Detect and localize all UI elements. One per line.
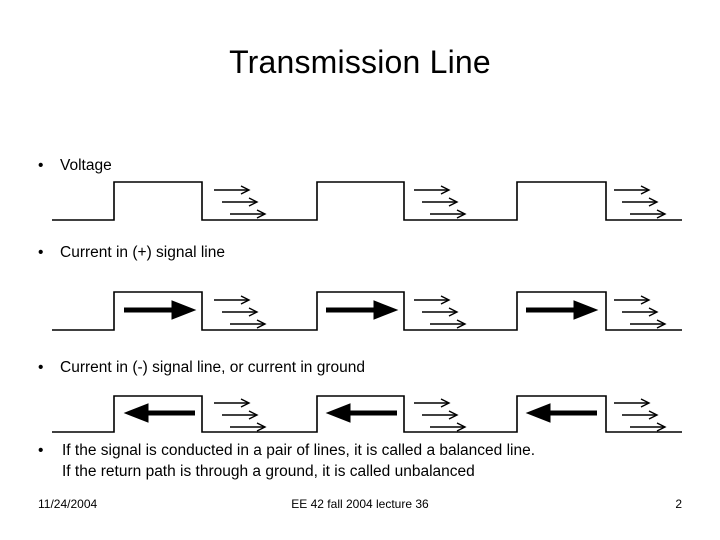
footer-center-text: EE 42 fall 2004 lecture 36	[291, 497, 429, 511]
bullet-item-voltage: • Voltage	[38, 156, 112, 176]
footer-page-number: 2	[675, 497, 682, 511]
bullet-label-line1: If the signal is conducted in a pair of …	[62, 442, 536, 459]
bullet-label: Current in (+) signal line	[60, 244, 225, 261]
footer-date: 11/24/2004	[38, 497, 98, 511]
thick-left-arrow	[123, 403, 195, 423]
thick-left-arrow	[525, 403, 597, 423]
thick-right-arrow	[124, 300, 197, 320]
bullet-item-balanced-line: • If the signal is conducted in a pair o…	[38, 440, 698, 482]
bullet-label: Voltage	[60, 157, 112, 174]
bullet-marker: •	[38, 359, 44, 376]
thick-right-arrow	[326, 300, 399, 320]
bullet-item-current-positive: • Current in (+) signal line	[38, 243, 225, 263]
bullet-marker: •	[38, 442, 44, 459]
page-title: Transmission Line	[229, 44, 491, 80]
bullet-marker: •	[38, 244, 44, 261]
bullet-marker: •	[38, 157, 44, 174]
thick-left-arrow	[325, 403, 397, 423]
bullet-label-line2: If the return path is through a ground, …	[62, 463, 475, 480]
bullet-label: Current in (-) signal line, or current i…	[60, 359, 365, 376]
current-positive-waveform-diagram	[52, 291, 682, 331]
voltage-waveform-diagram	[52, 181, 682, 221]
bullet-item-current-negative: • Current in (-) signal line, or current …	[38, 358, 365, 378]
thick-right-arrow	[526, 300, 599, 320]
current-negative-waveform-diagram	[52, 395, 682, 433]
